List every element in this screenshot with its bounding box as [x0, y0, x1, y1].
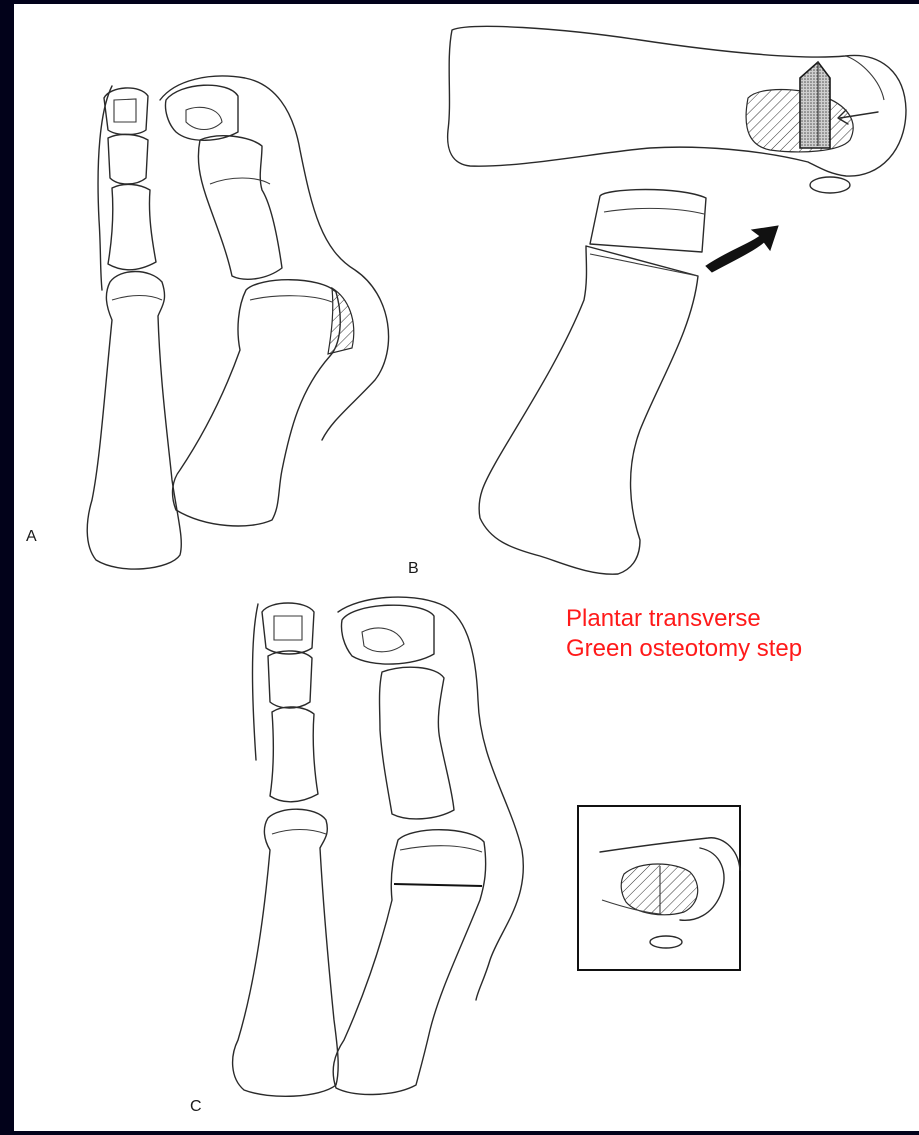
panel-c-great-toe-distal-phalanx	[341, 605, 434, 664]
panel-a-first-metatarsal	[173, 280, 341, 526]
panel-a-great-toe-distal-phalanx	[165, 85, 238, 140]
panel-a-second-toe-proximal-phalanx	[108, 184, 156, 269]
panel-b-drawing	[448, 26, 906, 574]
panel-c-great-toe-proximal-phalanx	[380, 667, 455, 819]
panel-c-second-metatarsal	[233, 809, 339, 1096]
panel-label-b: B	[408, 560, 419, 578]
panel-a-second-toe-middle-phalanx	[108, 134, 148, 184]
panel-a-second-toe-distal-phalanx	[104, 88, 148, 135]
panel-c-second-toe-distal-phalanx	[262, 603, 314, 654]
panel-a-second-metatarsal	[87, 272, 181, 570]
panel-a-drawing	[87, 76, 388, 569]
procedure-annotation: Plantar transverse Green osteotomy step	[566, 604, 802, 664]
panel-c-second-toe-middle-phalanx	[268, 651, 312, 708]
panel-b-rotation-arrow	[706, 226, 778, 272]
panel-a-hatched-eminence	[328, 288, 354, 354]
panel-b-lateral-metatarsal	[448, 26, 906, 176]
panel-c-drawing	[233, 597, 740, 1096]
panel-c-second-toe-proximal-phalanx	[270, 707, 318, 802]
panel-a-soft-tissue-outline	[98, 76, 389, 440]
panel-label-a: A	[26, 528, 37, 546]
panel-b-capital-fragment	[590, 190, 706, 253]
panel-b-sesamoid	[810, 177, 850, 193]
panel-a-great-toe-proximal-phalanx	[198, 136, 282, 280]
panel-label-c: C	[190, 1098, 202, 1116]
panel-b-metatarsal-shaft	[479, 246, 698, 574]
panel-c-osteotomy-line	[394, 884, 482, 886]
panel-c-first-metatarsal	[333, 830, 485, 1095]
panel-c-soft-tissue-outline	[253, 597, 524, 1000]
panel-b-osteotomy-wedge	[800, 62, 830, 148]
annotation-line-2: Green osteotomy step	[566, 634, 802, 664]
annotation-line-1: Plantar transverse	[566, 604, 802, 634]
